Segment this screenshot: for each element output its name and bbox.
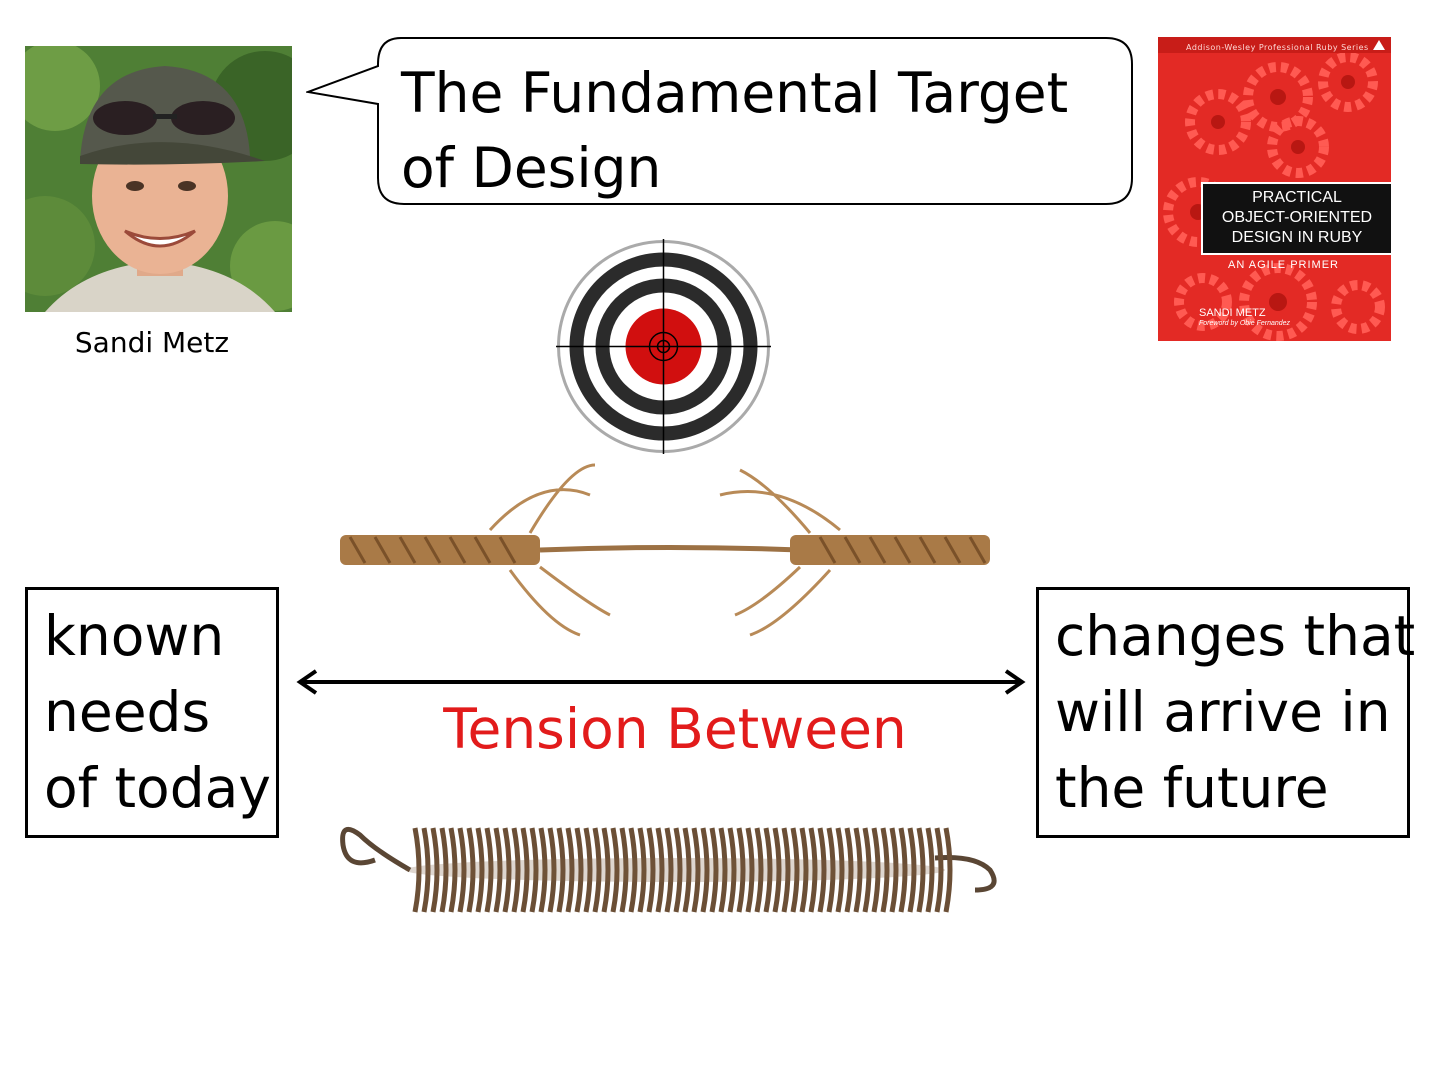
book-cover: Addison-Wesley Professional Ruby Series … <box>1158 37 1391 341</box>
spring-coil <box>772 827 782 913</box>
spring-coil <box>556 827 566 913</box>
box-line: needs <box>44 680 211 744</box>
spring-coil <box>412 827 422 913</box>
portrait-photo <box>25 46 292 312</box>
book-foreword: Foreword by Obie Fernandez <box>1199 320 1291 327</box>
spring-coil <box>853 827 863 913</box>
spring-image <box>340 826 997 913</box>
spring-coil <box>943 827 953 913</box>
spring-coil <box>421 827 431 913</box>
spring-coil <box>898 827 908 913</box>
box-line: of today <box>44 756 271 820</box>
spring-coil <box>565 827 575 913</box>
book-subtitle: AN AGILE PRIMER <box>1228 259 1339 271</box>
spring-coil <box>475 827 485 913</box>
spring-coil <box>484 827 494 913</box>
spring-coil <box>457 827 467 913</box>
spring-coil <box>601 827 611 913</box>
spring-coil <box>493 827 503 913</box>
spring-coil <box>763 827 773 913</box>
spring-coil <box>511 827 521 913</box>
spring-coil <box>862 827 872 913</box>
book-title-line: PRACTICAL <box>1252 189 1342 206</box>
spring-coil <box>583 827 593 913</box>
box-line: changes that <box>1055 604 1416 668</box>
spring-coil <box>637 827 647 913</box>
spring-coil <box>610 827 620 913</box>
spring-coil <box>808 827 818 913</box>
portrait-caption: Sandi Metz <box>74 326 230 359</box>
spring-coil <box>664 827 674 913</box>
spring-coil <box>934 827 944 913</box>
spring-coil <box>673 827 683 913</box>
spring-coil <box>727 827 737 913</box>
slide-title: The Fundamental Target of Design <box>401 61 1069 200</box>
spring-coil <box>592 827 602 913</box>
known-needs-box: known needs of today <box>25 587 279 838</box>
target-icon <box>556 239 771 454</box>
frayed-rope-image <box>340 463 990 637</box>
spring-coil <box>790 827 800 913</box>
spring-coil <box>880 827 890 913</box>
spring-coil <box>916 827 926 913</box>
spring-coil <box>781 827 791 913</box>
spring-coil <box>628 827 638 913</box>
speech-bubble-shape <box>306 37 1133 205</box>
spring-coil <box>655 827 665 913</box>
spring-coil <box>439 827 449 913</box>
spring-coil <box>520 827 530 913</box>
speech-bubble: The Fundamental Target of Design <box>306 36 1136 208</box>
spring-coil <box>691 827 701 913</box>
book-title-line: OBJECT-ORIENTED <box>1221 209 1373 226</box>
portrait-image <box>25 46 292 312</box>
box-line: the future <box>1055 756 1329 820</box>
spring-coil <box>709 827 719 913</box>
spring-coil <box>682 827 692 913</box>
spring-coil <box>817 827 827 913</box>
book-author: SANDI METZ <box>1199 307 1266 319</box>
tension-label: Tension Between <box>443 697 907 761</box>
spring-coil <box>745 827 755 913</box>
box-line: known <box>44 604 225 668</box>
spring-coil <box>826 827 836 913</box>
spring-coil <box>754 827 764 913</box>
spring-coil <box>700 827 710 913</box>
spring-coil <box>430 827 440 913</box>
spring-coil <box>466 827 476 913</box>
spring-coil <box>718 827 728 913</box>
spring-coil <box>529 827 539 913</box>
box-line: will arrive in <box>1055 680 1391 744</box>
spring-coil <box>574 827 584 913</box>
spring-coil <box>799 827 809 913</box>
double-arrow-icon <box>296 669 1026 695</box>
spring-coil <box>871 827 881 913</box>
spring-coil <box>538 827 548 913</box>
book-title: PRACTICAL OBJECT-ORIENTED DESIGN IN RUBY <box>1201 182 1391 255</box>
book-title-line: DESIGN IN RUBY <box>1231 229 1363 246</box>
book-series: Addison-Wesley Professional Ruby Series <box>1186 43 1369 52</box>
spring-coil <box>736 827 746 913</box>
spring-coil <box>835 827 845 913</box>
future-changes-box: changes that will arrive in the future <box>1036 587 1416 838</box>
spring-coil <box>646 827 656 913</box>
spring-coil <box>547 827 557 913</box>
spring-coil <box>448 827 458 913</box>
spring-coil <box>619 827 629 913</box>
spring-coil <box>502 827 512 913</box>
spring-coil <box>925 827 935 913</box>
spring-coil <box>907 827 917 913</box>
spring-coil <box>844 827 854 913</box>
spring-coil <box>889 827 899 913</box>
